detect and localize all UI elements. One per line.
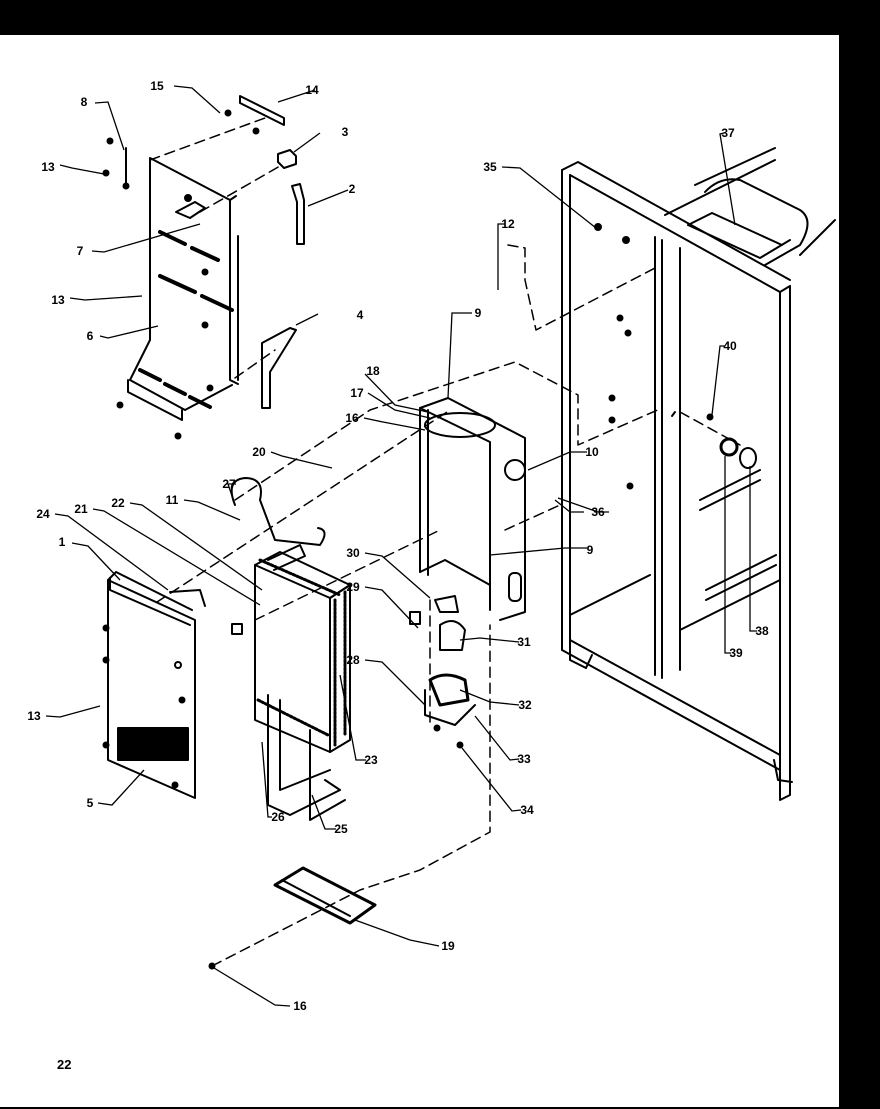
callout-label-1: 1 [59,535,66,549]
cover-part-5 [102,571,243,799]
callout-label-35: 35 [483,160,497,174]
callout-label-28: 28 [346,653,360,667]
callout-label-9: 9 [475,306,482,320]
callout-labels: 1234567899101112131313141516161718192021… [27,79,769,1013]
callout-label-2: 2 [349,182,356,196]
callout-label-12: 12 [501,217,515,231]
callout-label-8: 8 [81,95,88,109]
callout-label-24: 24 [36,507,50,521]
callout-label-16: 16 [293,999,307,1013]
drain-trough-part-19 [208,866,377,970]
callout-label-16: 16 [345,411,359,425]
callout-label-39: 39 [729,646,743,660]
refrigerator-cabinet [561,147,836,801]
callout-label-9: 9 [587,543,594,557]
callout-label-33: 33 [517,752,531,766]
strip-part-8 [102,137,130,190]
callout-label-4: 4 [357,308,364,322]
evaporator-coil [230,477,351,821]
callout-label-34: 34 [520,803,534,817]
callout-label-21: 21 [74,502,88,516]
callout-label-37: 37 [721,126,735,140]
callout-label-3: 3 [342,125,349,139]
callout-label-20: 20 [252,445,266,459]
callout-label-11: 11 [166,493,179,507]
callout-label-36: 36 [591,505,605,519]
callout-label-23: 23 [364,753,378,767]
callout-label-10: 10 [585,445,599,459]
callout-label-13: 13 [51,293,65,307]
rear-panel-part-6 [116,157,239,440]
callout-label-6: 6 [87,329,94,343]
tube-part-2 [291,183,305,245]
callout-label-29: 29 [346,580,360,594]
callout-label-13: 13 [27,709,41,723]
fan-motor-assembly [409,595,476,749]
fan-shroud-part-18 [419,397,526,621]
callout-label-25: 25 [334,822,348,836]
callout-label-14: 14 [305,83,319,97]
callout-label-32: 32 [518,698,532,712]
callout-label-19: 19 [441,939,455,953]
callout-label-15: 15 [150,79,164,93]
callout-label-7: 7 [77,244,84,258]
callout-label-17: 17 [350,386,364,400]
callout-label-27: 27 [222,477,236,491]
page-number: 22 [57,1057,72,1072]
block-part-3 [277,149,297,169]
callout-label-40: 40 [723,339,737,353]
strip-part-4 [261,327,297,409]
callout-label-5: 5 [87,796,94,810]
callout-label-18: 18 [366,364,380,378]
callout-label-30: 30 [346,546,360,560]
callout-label-38: 38 [755,624,769,638]
callout-label-26: 26 [271,810,285,824]
bracket-part-14 [224,95,285,135]
callout-label-31: 31 [517,635,531,649]
callout-label-22: 22 [111,496,125,510]
callout-label-13: 13 [41,160,55,174]
